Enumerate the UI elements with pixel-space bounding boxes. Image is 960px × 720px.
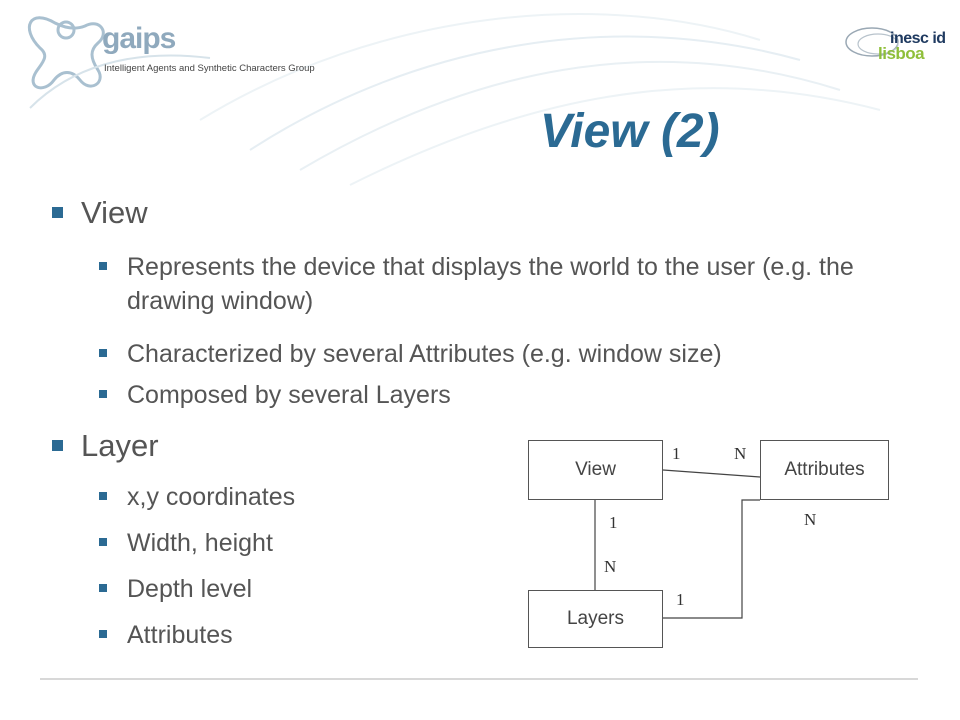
bullet-coordinates: x,y coordinates (99, 480, 295, 514)
cardinality-layers-attr-layers: 1 (676, 590, 685, 609)
cardinality-view-layers-view: 1 (609, 513, 618, 532)
square-bullet-icon (99, 492, 107, 500)
square-bullet-icon (99, 262, 107, 270)
bullet-text: Width, height (127, 529, 273, 557)
inesc-logo-swirl (845, 27, 899, 57)
square-bullet-icon (99, 390, 107, 398)
inesc-logo-text: inesc id (890, 30, 946, 47)
square-bullet-icon (52, 207, 63, 218)
square-bullet-icon (99, 349, 107, 357)
bullet-layer: Layer (52, 428, 159, 464)
lisboa-logo-text: lisboa (878, 44, 925, 63)
bullet-text: Composed by several Layers (127, 381, 451, 409)
bullet-text: View (81, 195, 148, 230)
entity-attributes: Attributes (760, 440, 889, 500)
bullet-text: Characterized by several Attributes (e.g… (127, 340, 722, 368)
cardinality-view-layers-layers: N (604, 557, 617, 576)
bullet-represents: Represents the device that displays the … (99, 250, 879, 318)
square-bullet-icon (99, 584, 107, 592)
bullet-text: Represents the device that displays the … (127, 253, 854, 315)
bullet-view: View (52, 195, 148, 231)
connector-layers-attributes (663, 499, 760, 619)
cardinality-view-attr-view: 1 (672, 444, 681, 463)
bullet-composed: Composed by several Layers (99, 378, 451, 412)
gaips-brand-name: gaips (102, 22, 176, 55)
cardinality-layers-attr-attr: N (804, 510, 817, 529)
gaips-logo-figure (27, 16, 211, 109)
bullet-depth: Depth level (99, 572, 252, 606)
bullet-text: x,y coordinates (127, 483, 296, 511)
footer-divider (40, 678, 918, 680)
bullet-width-height: Width, height (99, 526, 273, 560)
bullet-text: Attributes (127, 621, 233, 649)
header-swirl-decoration (199, 13, 881, 186)
bullet-text: Depth level (127, 575, 253, 603)
entity-view: View (528, 440, 663, 500)
bullet-text: Layer (81, 428, 159, 463)
cardinality-view-attr-attr: N (734, 444, 747, 463)
bullet-characterized: Characterized by several Attributes (e.g… (99, 337, 722, 371)
bullet-attributes: Attributes (99, 618, 233, 652)
square-bullet-icon (99, 538, 107, 546)
square-bullet-icon (52, 440, 63, 451)
entity-layers: Layers (528, 590, 663, 648)
connector-view-attributes (662, 469, 761, 478)
square-bullet-icon (99, 630, 107, 638)
gaips-tagline: Intelligent Agents and Synthetic Charact… (104, 63, 315, 74)
slide-title: View (2) (540, 105, 720, 158)
